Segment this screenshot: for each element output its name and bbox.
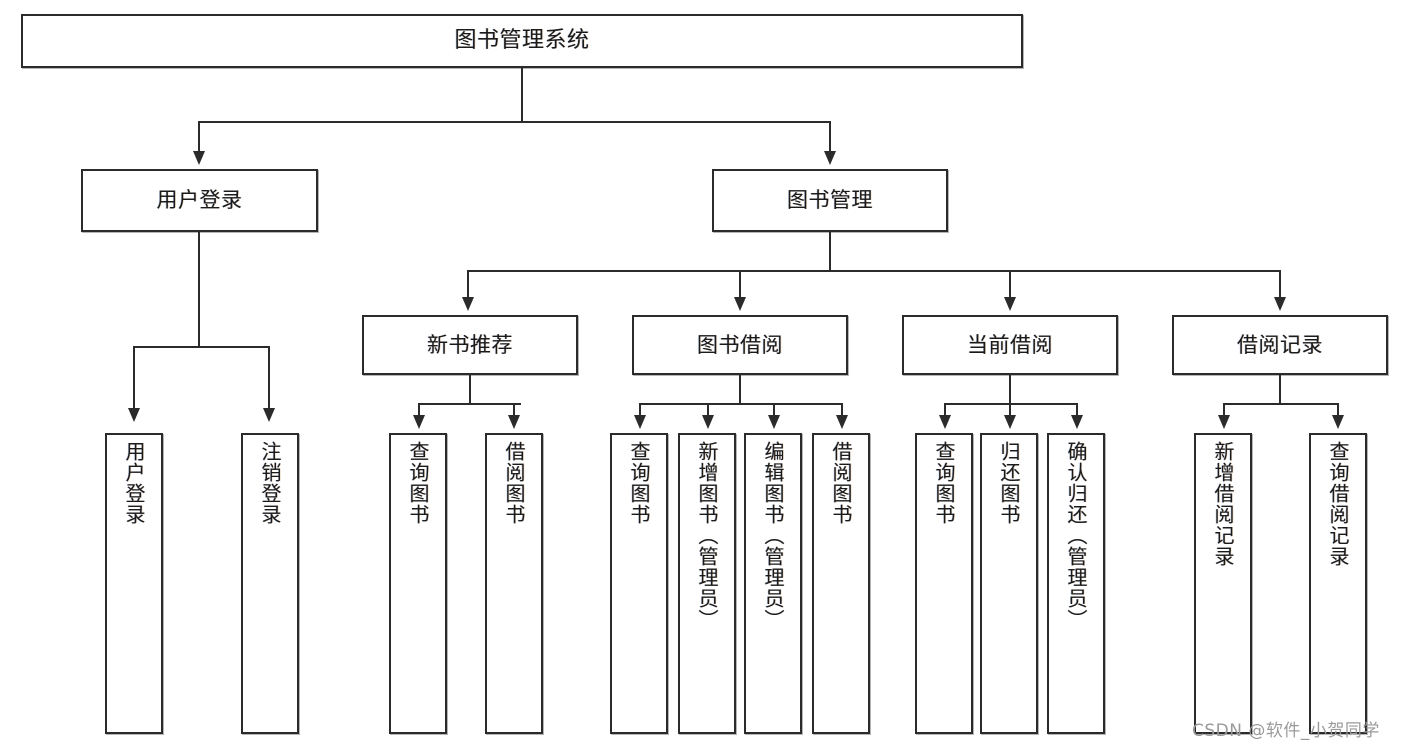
connector-currentborrow-drop-3 <box>1076 403 1078 415</box>
arrow-to-leaf-query-record <box>1332 415 1344 429</box>
leaf-borrow-book-newrec[interactable]: 借阅图书 <box>485 433 543 734</box>
arrow-to-leaf-logout <box>263 408 275 422</box>
connector-userlogin-bus <box>133 346 268 348</box>
connector-bookmgmt-drop-4 <box>1279 270 1281 297</box>
leaf-query-book-borrow[interactable]: 查询图书 <box>610 433 668 734</box>
connector-userlogin-drop-1 <box>133 346 135 408</box>
leaf-query-book-current[interactable]: 查询图书 <box>915 433 973 734</box>
arrow-to-borrow-record <box>1274 297 1286 311</box>
leaf-return-book[interactable]: 归还图书 <box>980 433 1038 734</box>
connector-bookmgmt-trunk <box>829 232 831 270</box>
connector-borrowrecord-drop-2 <box>1337 403 1339 415</box>
watermark-text: CSDN @软件_小贺同学 <box>1192 721 1380 741</box>
connector-userlogin-drop-2 <box>268 346 270 408</box>
arrow-to-leaf-query-book-a <box>413 415 425 429</box>
connector-root-bus <box>198 121 830 123</box>
node-label: 新增图书（管理员） <box>695 441 719 630</box>
connector-bookborrow-bus <box>639 403 843 405</box>
connector-bookmgmt-drop-3 <box>1009 270 1011 297</box>
leaf-add-borrow-record[interactable]: 新增借阅记录 <box>1194 433 1252 734</box>
node-current-borrow[interactable]: 当前借阅 <box>902 315 1118 375</box>
arrow-to-current-borrow <box>1004 297 1016 311</box>
connector-newbook-drop-2 <box>513 403 515 415</box>
connector-bookborrow-drop-4 <box>841 403 843 415</box>
arrow-to-user-login <box>193 151 205 165</box>
connector-borrowrecord-trunk <box>1279 375 1281 403</box>
connector-currentborrow-bus <box>944 403 1078 405</box>
node-label: 图书借阅 <box>697 332 783 357</box>
arrow-to-leaf-borrow-book-b <box>836 415 848 429</box>
connector-borrowrecord-bus <box>1223 403 1339 405</box>
node-label: 新书推荐 <box>427 332 513 357</box>
connector-newbook-bus <box>418 403 521 405</box>
connector-userlogin-trunk <box>198 232 200 346</box>
connector-root-trunk <box>521 68 523 121</box>
leaf-add-book-admin[interactable]: 新增图书（管理员） <box>678 433 736 734</box>
node-label: 查询借阅记录 <box>1326 441 1350 567</box>
leaf-logout-login[interactable]: 注销登录 <box>241 433 299 734</box>
node-label: 查询图书 <box>406 441 430 525</box>
connector-root-drop-2 <box>829 121 831 151</box>
connector-bookborrow-drop-3 <box>773 403 775 415</box>
leaf-confirm-return-admin[interactable]: 确认归还（管理员） <box>1047 433 1105 734</box>
node-borrow-record[interactable]: 借阅记录 <box>1172 315 1388 375</box>
arrow-to-leaf-return-book <box>1004 415 1016 429</box>
arrow-to-leaf-query-book-b <box>634 415 646 429</box>
node-root-system[interactable]: 图书管理系统 <box>21 14 1023 68</box>
node-label: 查询图书 <box>932 441 956 525</box>
arrow-to-new-book-rec <box>462 297 474 311</box>
node-book-borrow[interactable]: 图书借阅 <box>632 315 848 375</box>
connector-newbook-trunk <box>469 375 471 403</box>
connector-bookmgmt-drop-1 <box>467 270 469 297</box>
arrow-to-leaf-user-login <box>128 408 140 422</box>
connector-currentborrow-trunk <box>1009 375 1011 403</box>
connector-bookmgmt-bus <box>467 270 1280 272</box>
connector-bookborrow-trunk <box>739 375 741 403</box>
node-label: 借阅记录 <box>1237 332 1323 357</box>
connector-newbook-drop-1 <box>418 403 420 415</box>
connector-bookborrow-drop-1 <box>639 403 641 415</box>
node-label: 借阅图书 <box>829 441 853 525</box>
connector-currentborrow-drop-1 <box>944 403 946 415</box>
leaf-query-book-newrec[interactable]: 查询图书 <box>389 433 447 734</box>
leaf-query-borrow-record[interactable]: 查询借阅记录 <box>1309 433 1367 734</box>
connector-borrowrecord-drop-1 <box>1223 403 1225 415</box>
node-label: 注销登录 <box>258 441 282 525</box>
connector-bookborrow-drop-2 <box>707 403 709 415</box>
node-label: 当前借阅 <box>967 332 1053 357</box>
node-label: 查询图书 <box>627 441 651 525</box>
leaf-edit-book-admin[interactable]: 编辑图书（管理员） <box>744 433 802 734</box>
arrow-to-leaf-edit-book <box>768 415 780 429</box>
arrow-to-leaf-query-book-c <box>939 415 951 429</box>
arrow-to-book-mgmt <box>824 151 836 165</box>
connector-root-drop-1 <box>198 121 200 151</box>
node-label: 编辑图书（管理员） <box>761 441 785 630</box>
arrow-to-leaf-confirm-return <box>1071 415 1083 429</box>
node-new-book-recommend[interactable]: 新书推荐 <box>362 315 578 375</box>
node-user-login[interactable]: 用户登录 <box>81 169 318 232</box>
node-label: 借阅图书 <box>502 441 526 525</box>
arrow-to-book-borrow <box>734 297 746 311</box>
arrow-to-leaf-borrow-book-a <box>508 415 520 429</box>
node-label: 用户登录 <box>122 441 146 525</box>
connector-currentborrow-drop-2 <box>1009 403 1011 415</box>
node-label: 图书管理 <box>787 188 873 213</box>
connector-bookmgmt-drop-2 <box>739 270 741 297</box>
arrow-to-leaf-add-book <box>702 415 714 429</box>
leaf-borrow-book-borrow[interactable]: 借阅图书 <box>812 433 870 734</box>
node-label: 确认归还（管理员） <box>1064 441 1088 630</box>
node-book-management[interactable]: 图书管理 <box>712 169 948 232</box>
leaf-user-login[interactable]: 用户登录 <box>105 433 163 734</box>
node-label: 图书管理系统 <box>454 28 590 54</box>
node-label: 新增借阅记录 <box>1211 441 1235 567</box>
node-label: 用户登录 <box>156 188 243 213</box>
arrow-to-leaf-add-record <box>1218 415 1230 429</box>
node-label: 归还图书 <box>997 441 1021 525</box>
